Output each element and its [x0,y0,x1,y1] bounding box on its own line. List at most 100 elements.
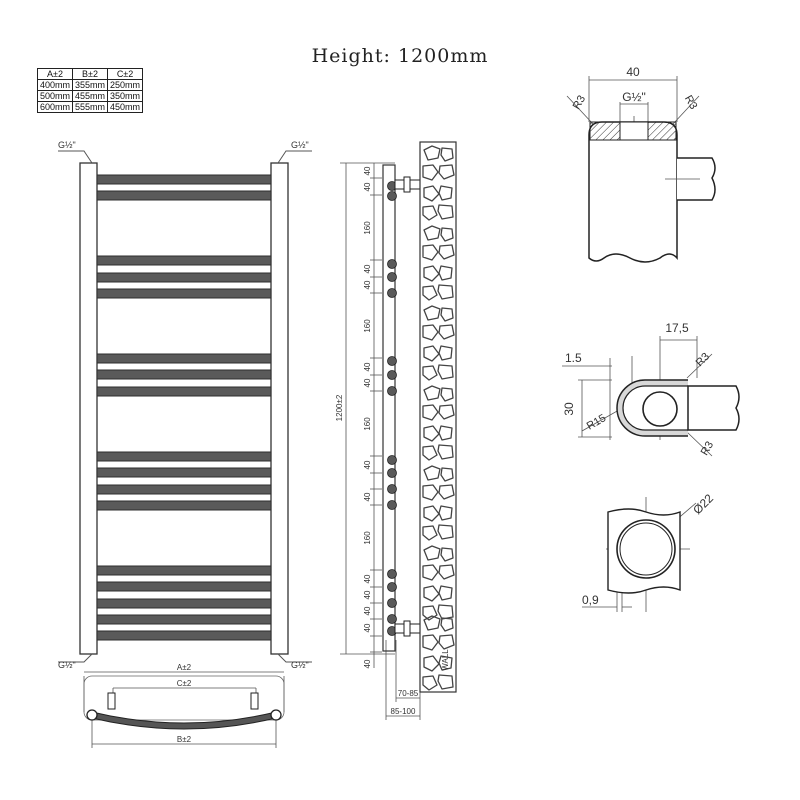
radius-left-label: R3 [571,93,588,111]
radius-right-label: R3 [682,93,699,111]
pipe-body [588,121,678,263]
offset-label: 17,5 [665,321,689,335]
rail-end-dot [387,288,397,298]
curved-rail [91,711,277,730]
wall-distance-inner-label: 70-85 [398,689,419,698]
dimension-b-label: B±2 [177,735,192,744]
rail-bar [96,484,272,495]
wall-text: WALL [441,649,450,671]
spacing-label: 160 [363,417,372,431]
right-upright [270,162,289,655]
dimension-c-label: C±2 [177,679,192,688]
spacing-label: 40 [363,182,372,191]
stone-wall [419,141,457,693]
radius-top-label: R3 [694,351,712,369]
detail-rail-section: Ø22 0,9 [582,491,716,612]
rail-bar [96,630,272,641]
wall-bracket [250,692,259,710]
page-title: Height: 1200mm [311,45,489,67]
left-upright [79,162,98,655]
rail-bar [96,386,272,397]
rail-bar [96,500,272,511]
thread-label: G½" [622,90,646,104]
rail-end-dot [387,259,397,269]
inlet-label: G½" [291,660,309,670]
inlet-label: G½" [291,140,309,150]
rail-bar [96,467,272,478]
rail-end-dot [387,468,397,478]
table-header-row: A±2 B±2 C±2 [36,68,144,80]
wall-bracket [107,692,116,710]
rail-bar [96,451,272,462]
diameter-label: Ø22 [690,491,716,517]
table-cell: 450mm [107,101,144,113]
spacing-label: 40 [363,264,372,273]
side-view: 1200±2 WALL 40 40 160 40 40 160 40 40 16… [335,141,457,720]
inlet-leaders [58,150,312,663]
spacing-label: 160 [363,531,372,545]
top-view: A±2 C±2 B±2 [83,663,285,748]
rail-end-dot [387,484,397,494]
top-view-outline [83,675,285,721]
spacing-label: 40 [363,280,372,289]
horizontal-pipe [687,385,740,431]
spacing-label: 40 [363,460,372,469]
rail-bar [96,581,272,592]
table-cell: 350mm [107,90,144,102]
dimensions-table: A±2 B±2 C±2 400mm 355mm 250mm 500mm 455m… [36,68,144,113]
rail-bar [96,353,272,364]
dimension-a-label: A±2 [177,663,192,672]
wall-distance-outer-label: 85-100 [391,707,416,716]
rail-end-dot [387,569,397,579]
rail-bar [96,614,272,625]
wall-thickness-bottom-label: 0,9 [582,593,599,607]
rail-bar [96,174,272,185]
detail-pipe-section: 40 G½" R3 R3 [566,65,716,263]
width-label: 40 [626,65,640,79]
spacing-label: 40 [363,606,372,615]
spacing-label: 40 [363,378,372,387]
rail-tube-outer [616,519,676,579]
rail-bar [96,190,272,201]
thread-hole [619,121,649,141]
rail-end-dot [387,356,397,366]
spacing-label: 40 [363,574,372,583]
pipe-end-left [86,709,98,721]
rail-end-dot [387,582,397,592]
rail-bar [96,369,272,380]
rail-end-dot [387,614,397,624]
rail-end-dot [387,500,397,510]
rail-end-dot [387,598,397,608]
side-upright [382,164,396,652]
rail-tube-inner [619,522,673,576]
front-view: G½" G½" G½" G½" [58,140,312,670]
spacing-label: 160 [363,221,372,235]
detail-joint-section: 1.5 17,5 30 R15 R3 R3 [562,321,740,458]
rail-end-dot [387,191,397,201]
spacing-label: 40 [363,166,372,175]
wall-bracket-bottom [394,620,421,637]
spacing-label: 40 [363,492,372,501]
inlet-label: G½" [58,140,76,150]
inlet-label: G½" [58,660,76,670]
pipe-cross-section [642,391,678,427]
rail-end-dot [387,455,397,465]
wall-thickness-label: 1.5 [565,351,582,365]
rail-bar [96,565,272,576]
height-label: 1200±2 [335,394,344,421]
table-row: 500mm 455mm 350mm [36,90,144,102]
rail-bar [96,255,272,266]
radius-15-label: R15 [585,412,608,432]
table-row: 600mm 555mm 450mm [36,101,144,113]
radius-bottom-label: R3 [699,439,716,457]
pipe-end-right [270,709,282,721]
spacing-label: 160 [363,319,372,333]
rail-end-dot [387,370,397,380]
rail-bar [96,272,272,283]
wall-bracket-top [394,176,421,193]
spacing-label: 40 [363,623,372,632]
height-30-label: 30 [562,402,576,416]
spacing-label: 40 [363,659,372,668]
rail-end-dot [387,386,397,396]
